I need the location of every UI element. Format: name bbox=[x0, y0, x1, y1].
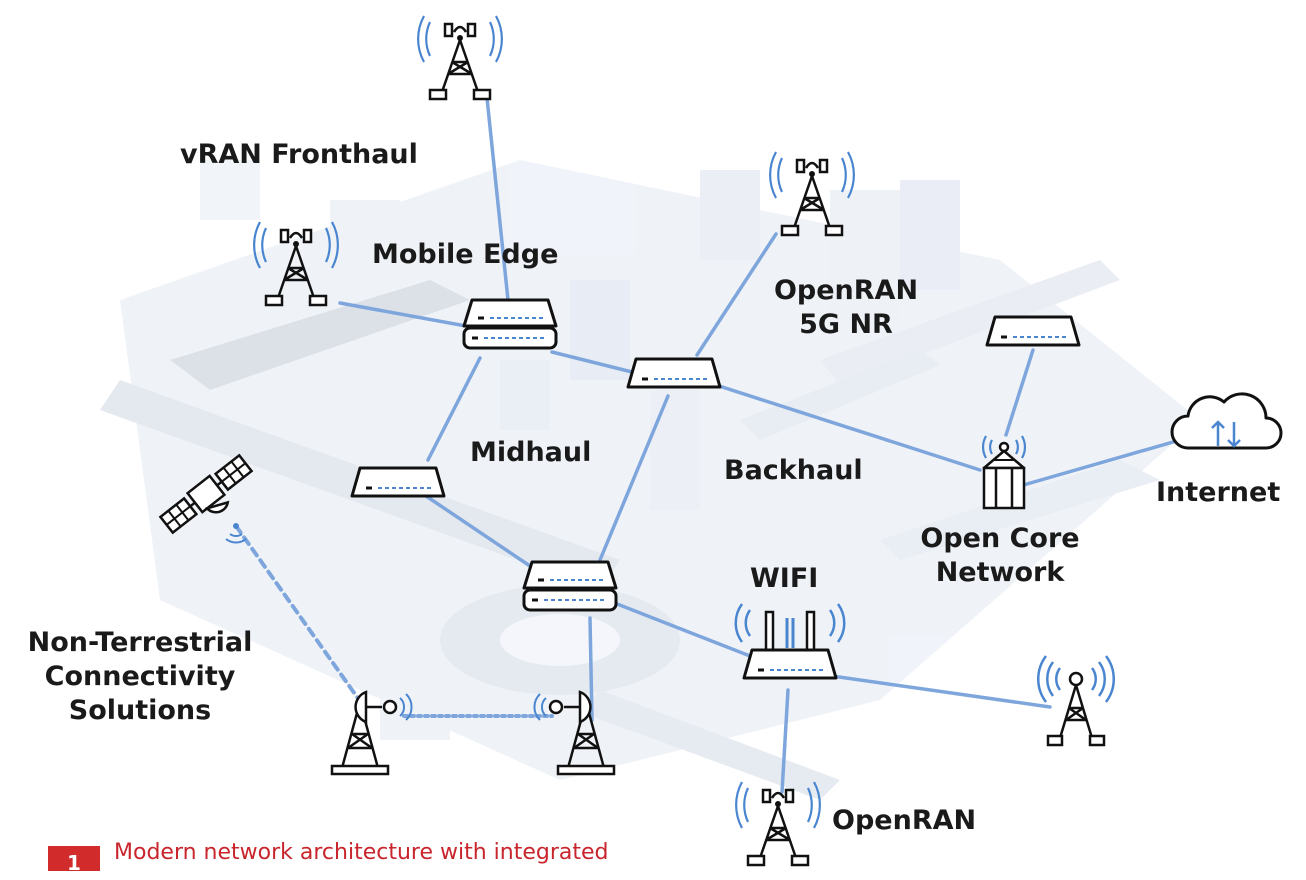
cloud-internet-icon bbox=[1170, 392, 1283, 450]
link-satellite-dish bbox=[234, 524, 364, 706]
label-openran-5g-line1: OpenRAN bbox=[773, 275, 919, 306]
caption-number-badge: 1 bbox=[48, 846, 100, 875]
links bbox=[234, 96, 1182, 794]
mobile-edge-router-icon bbox=[462, 298, 558, 350]
link-core-router bbox=[1004, 348, 1035, 437]
wifi-router-icon bbox=[734, 603, 846, 680]
link-lower-wifi bbox=[610, 600, 752, 658]
link-hub-5g-tower bbox=[695, 232, 778, 357]
label-ntn-line3: Solutions bbox=[68, 695, 212, 726]
satellite-icon bbox=[158, 453, 254, 535]
label-backhaul: Backhaul bbox=[724, 455, 863, 486]
label-openran-bottom: OpenRAN bbox=[832, 805, 977, 836]
label-midhaul: Midhaul bbox=[470, 437, 592, 468]
tower-top-icon bbox=[416, 14, 504, 101]
link-core-internet bbox=[1018, 438, 1182, 488]
link-hub-core bbox=[714, 383, 982, 472]
city-background bbox=[100, 160, 1200, 800]
label-open-core-line2: Network bbox=[935, 557, 1065, 588]
link-top-tower-mobile-edge bbox=[485, 96, 510, 302]
link-hub-lower bbox=[598, 394, 670, 562]
label-openran-5g-line2: 5G NR bbox=[799, 309, 893, 340]
label-open-core-network: Open Core Network bbox=[920, 522, 1079, 590]
label-internet: Internet bbox=[1156, 477, 1281, 508]
label-mobile-edge: Mobile Edge bbox=[372, 239, 559, 270]
dish-tower-left-icon bbox=[330, 690, 413, 776]
lower-router-icon bbox=[522, 560, 618, 612]
link-midhaul-router-lower bbox=[424, 494, 532, 568]
label-openran-5g: OpenRAN 5G NR bbox=[774, 274, 918, 342]
label-open-core-line1: Open Core bbox=[920, 523, 1080, 554]
hub-router-icon bbox=[626, 357, 722, 389]
label-vran-fronthaul: vRAN Fronthaul bbox=[180, 139, 418, 170]
midhaul-router-icon bbox=[350, 466, 446, 498]
tower-right-icon bbox=[1036, 654, 1116, 747]
link-mobile-edge-midhaul-router bbox=[426, 356, 482, 462]
label-ntn-line2: Connectivity bbox=[44, 661, 236, 692]
satellite-signal-icon bbox=[225, 523, 247, 544]
link-wifi-bottom-tower bbox=[780, 688, 790, 794]
link-wifi-right-tower bbox=[830, 674, 1052, 709]
core-router-icon bbox=[985, 315, 1081, 347]
label-non-terrestrial: Non-Terrestrial Connectivity Solutions bbox=[28, 626, 253, 728]
label-wifi: WIFI bbox=[750, 563, 819, 594]
caption-text: Modern network architecture with integra… bbox=[114, 840, 609, 865]
dish-tower-right-icon bbox=[533, 690, 616, 776]
open-core-network-icon bbox=[981, 435, 1027, 510]
link-left-tower-mobile-edge bbox=[338, 301, 468, 328]
link-lower-dish-tower bbox=[588, 616, 594, 722]
link-mobile-edge-hub bbox=[550, 350, 634, 374]
label-ntn-line1: Non-Terrestrial bbox=[27, 627, 253, 658]
